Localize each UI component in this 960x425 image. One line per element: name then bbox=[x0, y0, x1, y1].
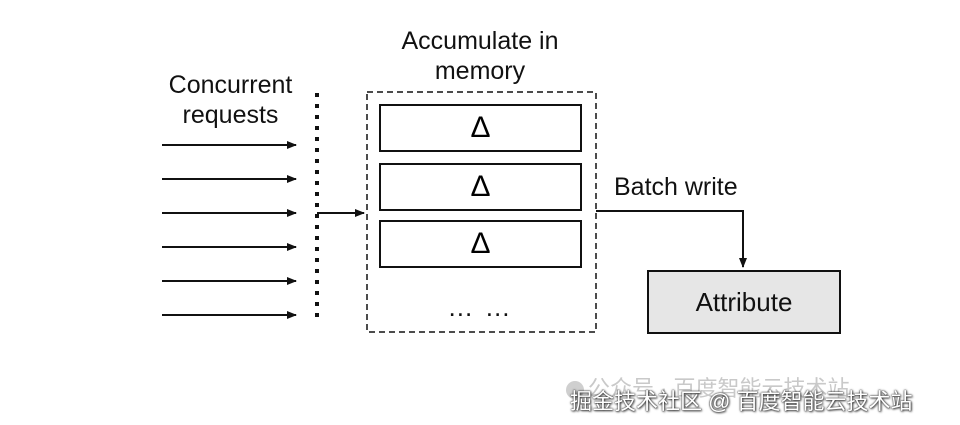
batch-write-label: Batch write bbox=[614, 173, 738, 201]
accumulate-label: Accumulate in memory bbox=[401, 27, 559, 85]
delta-symbol: Δ bbox=[470, 170, 491, 203]
batch-write-arrow bbox=[596, 210, 747, 268]
delta-box-2: Δ bbox=[379, 163, 582, 211]
juejin-watermark: 掘金技术社区 @ 百度智能云技术站 bbox=[570, 389, 913, 414]
concurrent-requests-label: Concurrent requests bbox=[168, 71, 293, 129]
memory-container bbox=[366, 91, 597, 333]
attribute-box: Attribute bbox=[647, 270, 841, 334]
delta-box-3: Δ bbox=[379, 220, 582, 268]
wechat-icon bbox=[566, 381, 584, 400]
more-deltas-ellipsis: … … bbox=[447, 292, 513, 322]
attribute-label: Attribute bbox=[695, 286, 793, 317]
wechat-watermark: 公众号 · 百度智能云技术站 bbox=[566, 371, 850, 403]
delta-box-1: Δ bbox=[379, 104, 582, 152]
delta-symbol: Δ bbox=[470, 111, 491, 144]
request-arrows bbox=[162, 141, 297, 319]
delta-symbol: Δ bbox=[470, 227, 491, 260]
